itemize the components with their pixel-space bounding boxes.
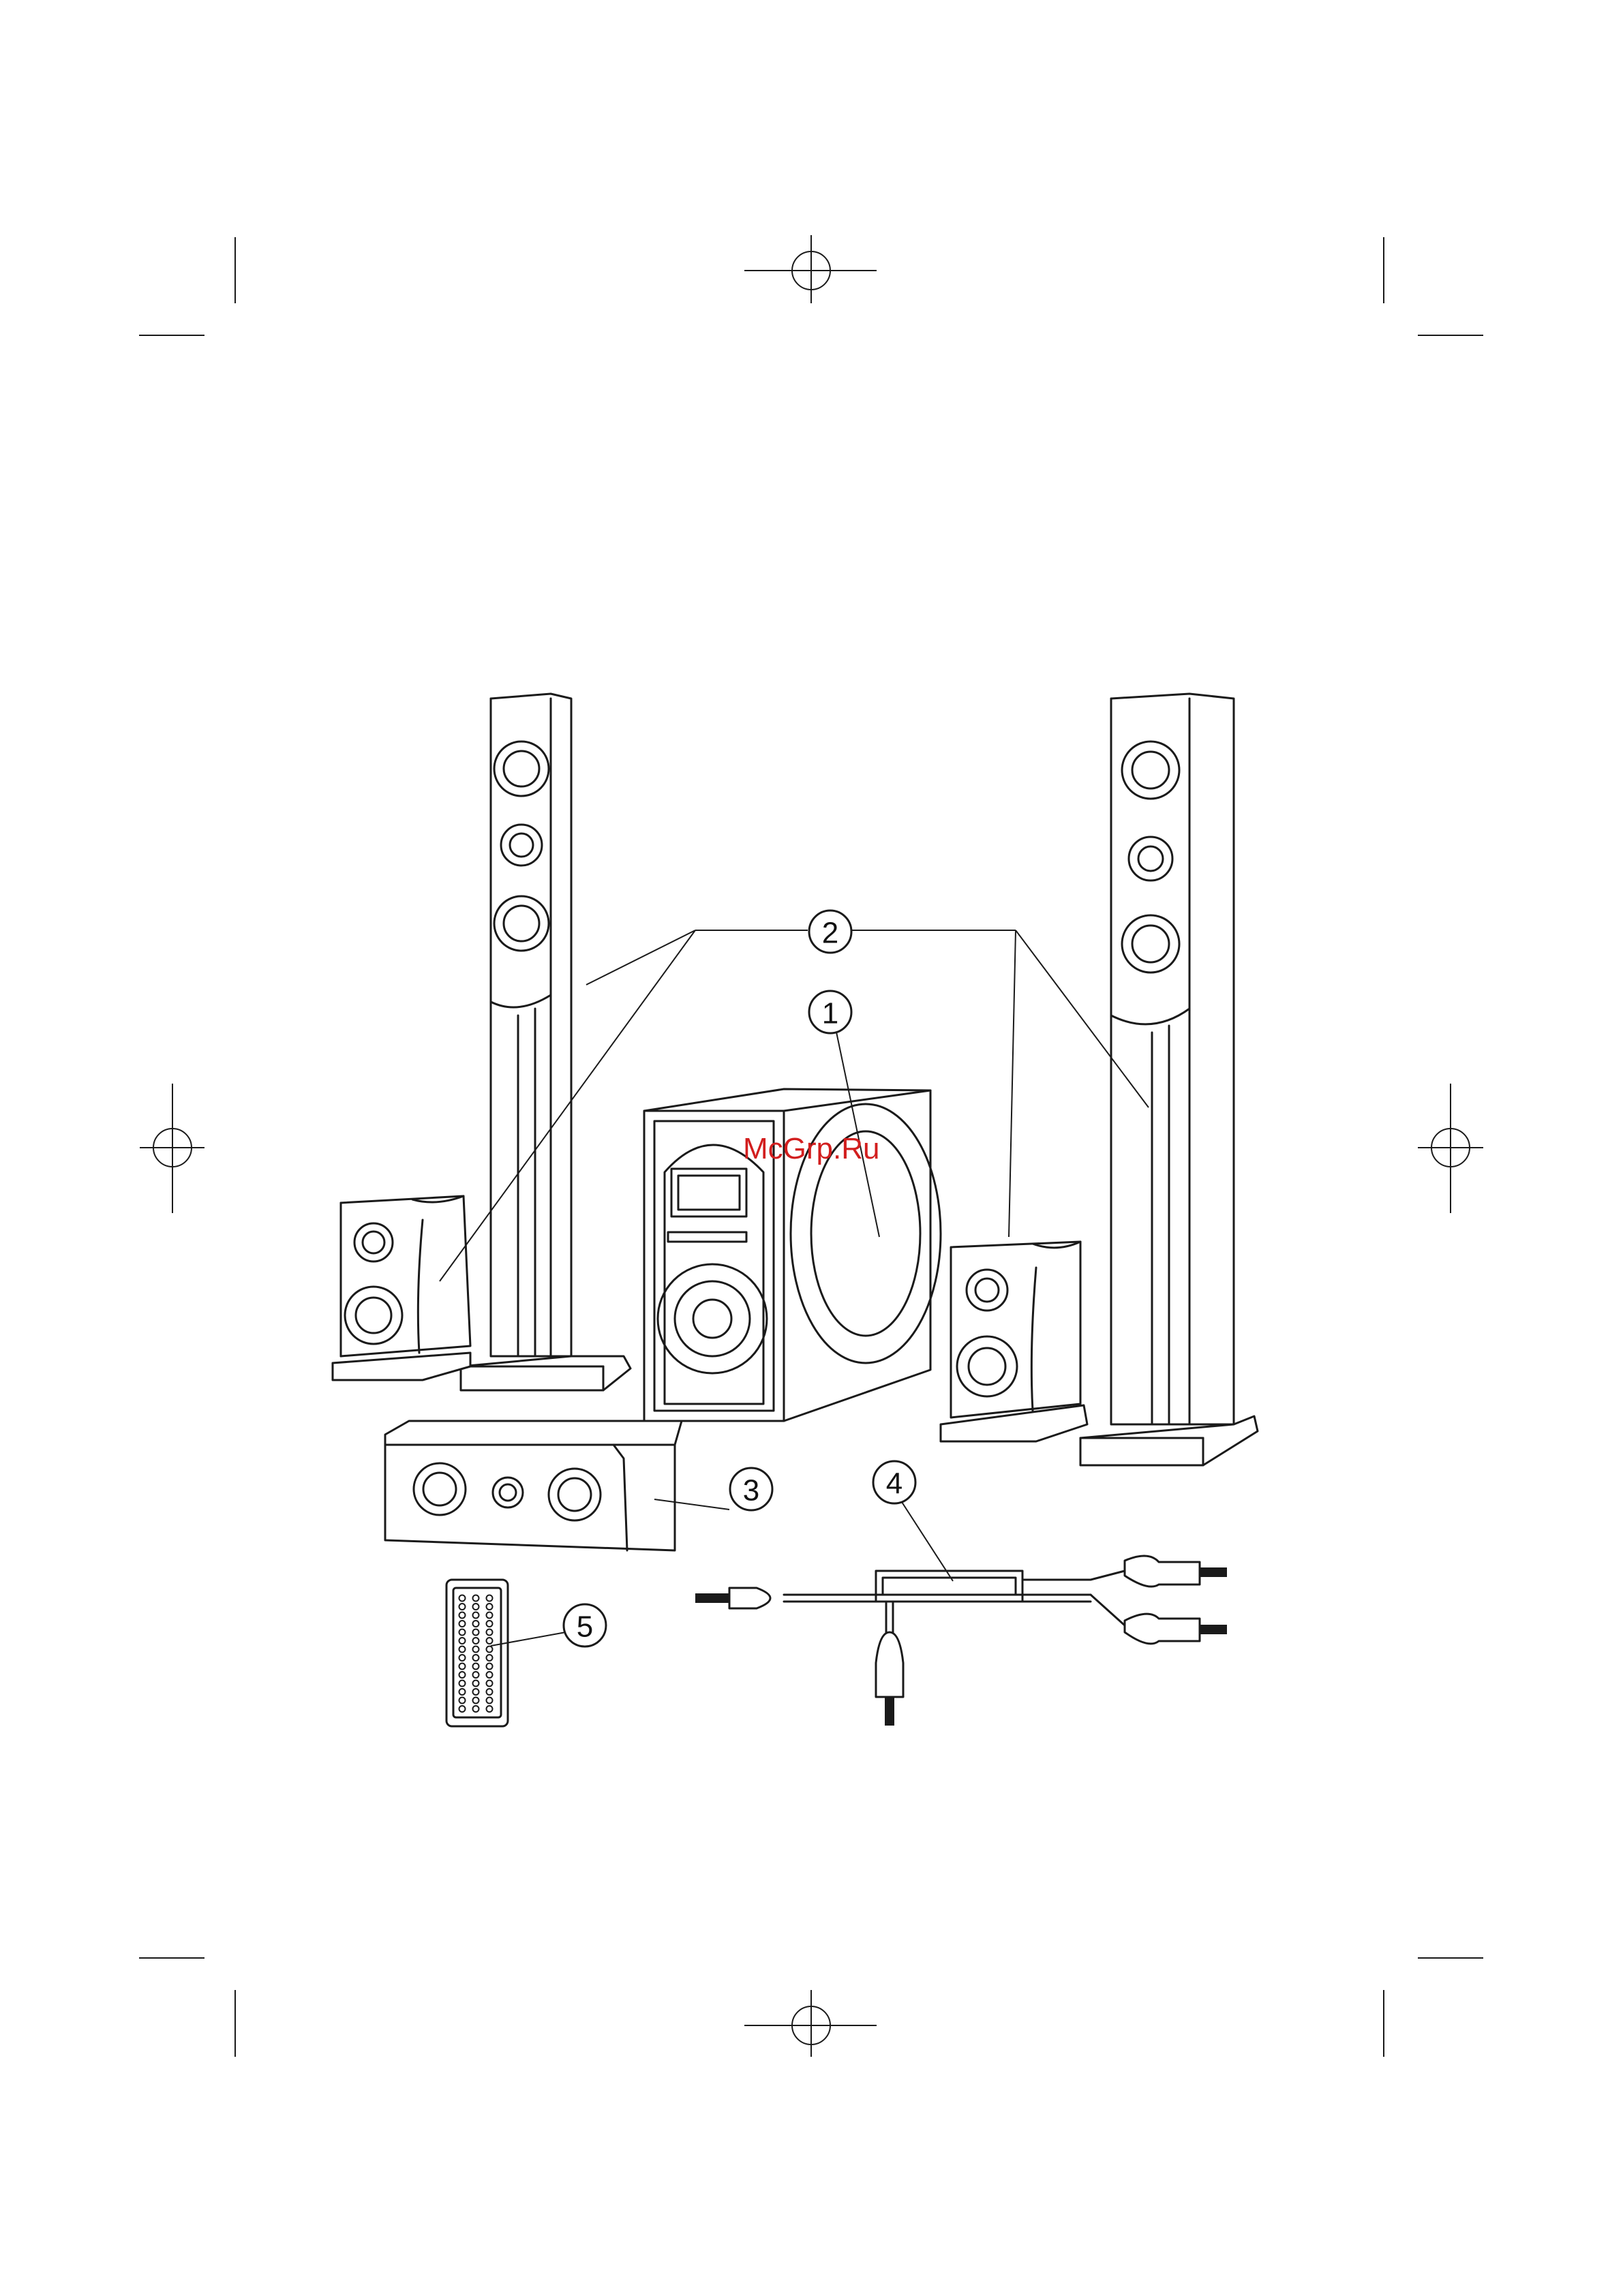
registration-mark-right <box>1418 1084 1483 1213</box>
center-speaker <box>385 1421 682 1550</box>
audio-cable <box>695 1556 1227 1726</box>
callout-number: 1 <box>822 997 838 1030</box>
tower-speaker-left <box>461 694 631 1390</box>
callout-1: 1 <box>809 991 851 1033</box>
callout-2: 2 <box>809 910 851 953</box>
satellite-speaker-left <box>333 1196 470 1380</box>
callout-5: 5 <box>564 1604 606 1647</box>
registration-mark-bottom <box>744 1990 877 2057</box>
callout-3: 3 <box>730 1468 772 1510</box>
callout-number: 4 <box>886 1467 902 1501</box>
tower-speaker-right <box>1080 694 1258 1465</box>
callout-4: 4 <box>873 1461 915 1503</box>
watermark-text: McGrp.Ru <box>743 1132 879 1165</box>
callout-number: 2 <box>822 917 838 950</box>
satellite-speaker-right <box>941 1242 1087 1441</box>
callout-number: 3 <box>743 1474 759 1507</box>
registration-mark-top <box>744 235 877 303</box>
registration-mark-left <box>140 1084 204 1213</box>
callout-number: 5 <box>577 1610 593 1644</box>
remote-control <box>446 1580 508 1726</box>
